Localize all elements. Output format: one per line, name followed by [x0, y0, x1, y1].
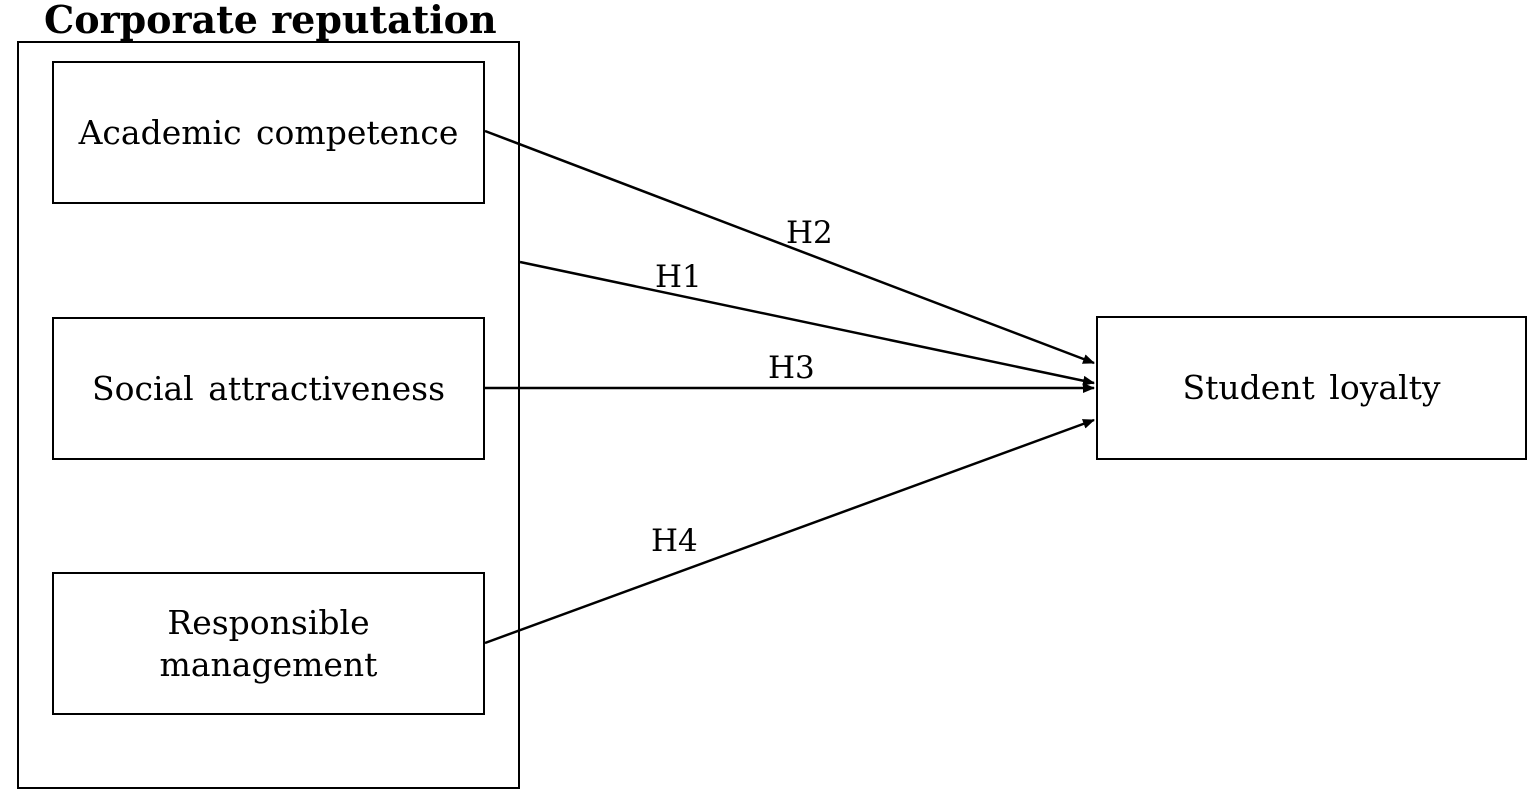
- node-student-loyalty: Student loyalty: [1096, 316, 1527, 460]
- edge-label-h4: H4: [651, 523, 698, 559]
- node-responsible-management-label: Responsible management: [159, 602, 378, 684]
- edge-h4-responsible-to-loyalty: [484, 418, 1095, 645]
- edge-label-h3: H3: [768, 350, 815, 386]
- node-academic-competence-label: Academic competence: [78, 112, 459, 152]
- edge-label-h2: H2: [786, 215, 833, 251]
- group-title: Corporate reputation: [44, 0, 497, 42]
- node-academic-competence: Academic competence: [52, 61, 485, 204]
- edge-h2-academic-to-loyalty: [484, 129, 1095, 365]
- corporate-reputation-group: [17, 41, 520, 789]
- node-social-attractiveness: Social attractiveness: [52, 317, 485, 460]
- edge-label-h1: H1: [655, 259, 702, 295]
- node-student-loyalty-label: Student loyalty: [1182, 368, 1441, 407]
- edge-h1-reputation-to-loyalty: [519, 260, 1095, 386]
- node-responsible-management: Responsible management: [52, 572, 485, 715]
- node-social-attractiveness-label: Social attractiveness: [92, 368, 445, 408]
